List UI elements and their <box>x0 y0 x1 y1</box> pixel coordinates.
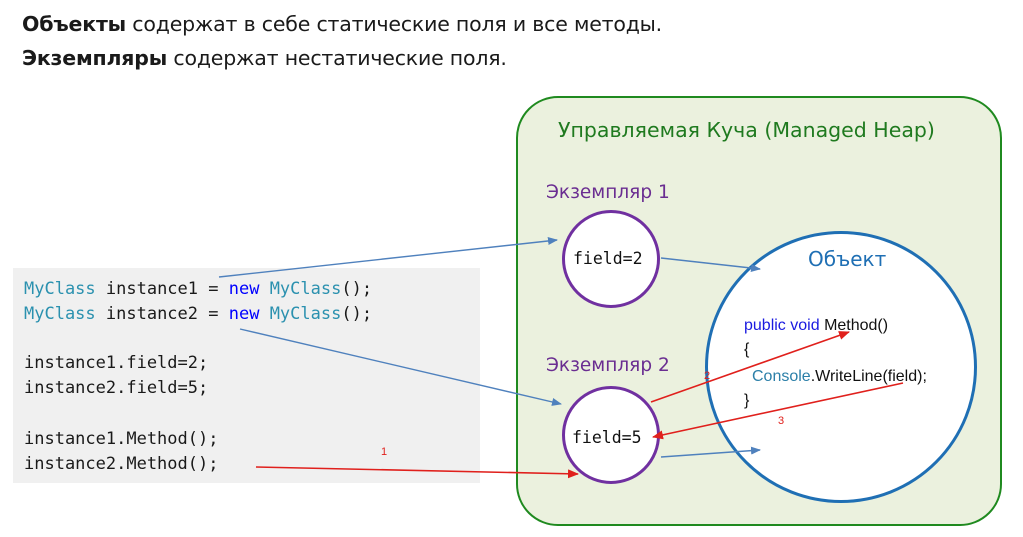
instance-1-circle <box>562 210 660 308</box>
instance2-to-object-arrow <box>660 446 761 458</box>
step-3-label: 3 <box>778 415 784 427</box>
heading-objects-bold: Объекты <box>22 12 126 36</box>
method-name: Method() <box>824 317 889 334</box>
code-text: (); <box>341 304 373 324</box>
code-keyword: new <box>228 279 260 299</box>
instance-1-label: Экземпляр 1 <box>546 182 670 203</box>
code-keyword: new <box>228 304 260 324</box>
code-type: MyClass <box>24 304 96 324</box>
heading-objects-text: содержат в себе статические поля и все м… <box>125 12 662 36</box>
code-type: MyClass <box>24 279 96 299</box>
reference-arrow-instance2 <box>239 328 562 406</box>
code-text: instance2 = <box>95 304 229 324</box>
heading-instances-bold: Экземпляры <box>22 46 168 70</box>
code-line-5: instance1.Method(); <box>24 429 219 449</box>
instance-2-circle <box>562 386 660 484</box>
method-keywords: public void <box>744 317 820 334</box>
method-close-brace: } <box>744 392 750 409</box>
step-1-label: 1 <box>381 446 387 458</box>
instance-1-field: field=2 <box>573 249 643 268</box>
reference-arrow-instance1 <box>218 237 558 278</box>
method-signature: public void Method() <box>744 317 888 335</box>
code-line-6: instance2.Method(); <box>24 454 219 474</box>
instance1-to-object-arrow <box>660 257 761 272</box>
step-2-label: 2 <box>704 370 710 382</box>
method-body: Console.WriteLine(field); <box>752 368 927 386</box>
instance-2-field: field=5 <box>572 428 642 447</box>
method-body-class: Console <box>752 368 811 385</box>
instance-2-label: Экземпляр 2 <box>546 355 670 376</box>
code-line-1: MyClass instance1 = new MyClass(); <box>24 279 372 299</box>
call-arrow-step-2 <box>650 331 850 403</box>
code-line-4: instance2.field=5; <box>24 378 209 398</box>
managed-heap-title: Управляемая Куча (Managed Heap) <box>558 118 935 142</box>
object-circle <box>705 231 977 503</box>
code-text: instance1 = <box>95 279 229 299</box>
call-arrow-step-1 <box>255 466 579 479</box>
heading-line-2: Экземпляры содержат нестатические поля. <box>22 46 507 70</box>
code-type: MyClass <box>269 304 342 324</box>
call-arrow-step-3 <box>652 382 904 440</box>
heading-line-1: Объекты содержат в себе статические поля… <box>22 12 662 36</box>
method-open-brace: { <box>744 341 750 358</box>
code-line-2: MyClass instance2 = new MyClass(); <box>24 304 372 324</box>
code-line-3: instance1.field=2; <box>24 353 209 373</box>
code-type: MyClass <box>269 279 342 299</box>
code-panel <box>13 268 480 483</box>
code-text: (); <box>341 279 373 299</box>
heading-instances-text: содержат нестатические поля. <box>167 46 507 70</box>
method-body-call: .WriteLine(field); <box>810 368 927 385</box>
object-title: Объект <box>808 247 887 271</box>
